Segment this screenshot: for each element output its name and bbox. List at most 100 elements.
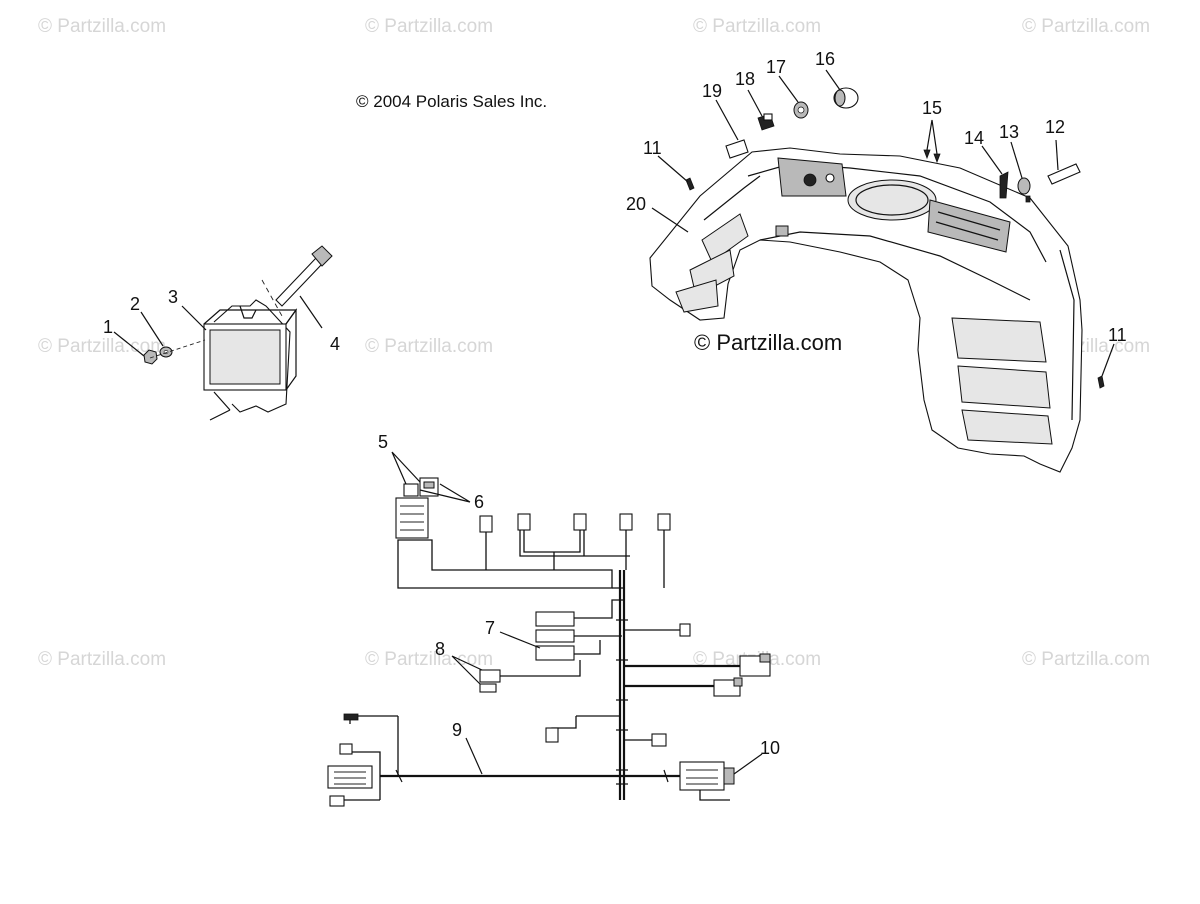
screw-15 (933, 153, 941, 164)
leader-8 (451, 655, 483, 685)
bracket-tab (209, 391, 231, 421)
branch-connector (657, 513, 671, 531)
connector-7 (535, 611, 575, 627)
right-connector (651, 733, 667, 747)
callout-20: 20 (626, 194, 646, 214)
callout-1: 1 (103, 317, 113, 337)
connector-10-wire (699, 790, 730, 801)
callout-layer: 1 2 3 4 5 6 7 8 9 10 11 11 12 13 14 15 1… (103, 49, 1127, 758)
leader-9 (465, 737, 483, 775)
regulator-assembly (113, 245, 333, 421)
left-end-plug (343, 713, 359, 721)
left-connector (545, 727, 559, 743)
bolt-shank (275, 257, 323, 307)
callout-12: 12 (1045, 117, 1065, 137)
connector-10 (679, 761, 725, 791)
branch-connector (573, 513, 587, 531)
leader-20 (651, 207, 689, 233)
connector-8 (479, 669, 501, 683)
connector-6-face (423, 481, 435, 489)
switch-16-face (834, 89, 846, 107)
nut-axis (149, 339, 206, 359)
connector-7 (535, 645, 575, 661)
gauge-opening (847, 179, 937, 221)
right-connector-tab (733, 677, 743, 687)
watermark: © Partzilla.com (365, 16, 493, 37)
bolt-head (311, 245, 333, 267)
callout-9: 9 (452, 720, 462, 740)
callout-5: 5 (378, 432, 388, 452)
callout-10: 10 (760, 738, 780, 758)
screw-11 (1097, 375, 1105, 389)
leader-7 (499, 631, 541, 649)
leader-13 (1010, 141, 1023, 179)
panel-clip (775, 225, 789, 237)
leader-17 (778, 75, 799, 103)
branch-connector (619, 513, 633, 531)
callout-11: 11 (643, 138, 662, 158)
left-end-plug (329, 795, 345, 807)
connector-7-wires (490, 599, 624, 677)
dash-panel-assembly (649, 69, 1115, 473)
connector-block (395, 497, 429, 539)
connector-10-tab (723, 767, 735, 785)
callout-18: 18 (735, 69, 755, 89)
left-end-plug (339, 743, 353, 755)
branch-connector (517, 513, 531, 531)
leader-6 (419, 483, 471, 503)
leader-18 (747, 89, 763, 117)
connector-7 (535, 629, 575, 643)
switch-recess-right (927, 199, 1011, 253)
callout-15: 15 (922, 98, 942, 118)
connector-10-pins (686, 769, 718, 785)
dash-ridge-left (703, 175, 761, 221)
leader-16 (825, 69, 841, 91)
wiring-harness (327, 451, 771, 807)
connector-5 (403, 483, 419, 497)
key-18-head (763, 113, 773, 121)
left-end-wires (340, 751, 381, 801)
recess-slats (935, 211, 1001, 241)
watermark: © Partzilla.com (693, 16, 821, 37)
leader-10 (733, 753, 763, 775)
callout-6: 6 (474, 492, 484, 512)
callout-14: 14 (964, 128, 984, 148)
harness-branches (519, 530, 630, 557)
leader-11 (1101, 343, 1115, 377)
watermark: © Partzilla.com (365, 649, 493, 670)
leader-4 (299, 295, 323, 329)
connector-8 (479, 683, 497, 693)
watermark: © Partzilla.com (38, 16, 166, 37)
right-vent (951, 317, 1047, 363)
left-end-connector (327, 765, 373, 789)
callout-3: 3 (168, 287, 178, 307)
lever-14 (999, 171, 1009, 199)
left-branch (551, 715, 620, 738)
leader-3 (181, 305, 207, 331)
callout-7: 7 (485, 618, 495, 638)
nut-17-hole (797, 106, 805, 114)
watermark: © Partzilla.com (38, 336, 166, 357)
left-vent (701, 213, 749, 263)
brand-text: © Partzilla.com (694, 330, 842, 355)
right-vent (961, 409, 1053, 445)
clip (1025, 195, 1031, 203)
callout-4: 4 (330, 334, 340, 354)
leader-14 (981, 145, 1003, 175)
switch-hole (825, 173, 835, 183)
watermark: © Partzilla.com (1022, 16, 1150, 37)
watermark: © Partzilla.com (365, 336, 493, 357)
leader-5 (391, 451, 421, 485)
left-end-pins (334, 771, 366, 785)
callout-16: 16 (815, 49, 835, 69)
nut (143, 349, 158, 365)
switch-hole (803, 173, 817, 187)
leader-1 (113, 331, 145, 357)
harness-branches (485, 530, 665, 588)
harness-ties (395, 619, 669, 785)
callout-19: 19 (702, 81, 722, 101)
leader-2 (140, 311, 164, 347)
callout-8: 8 (435, 639, 445, 659)
